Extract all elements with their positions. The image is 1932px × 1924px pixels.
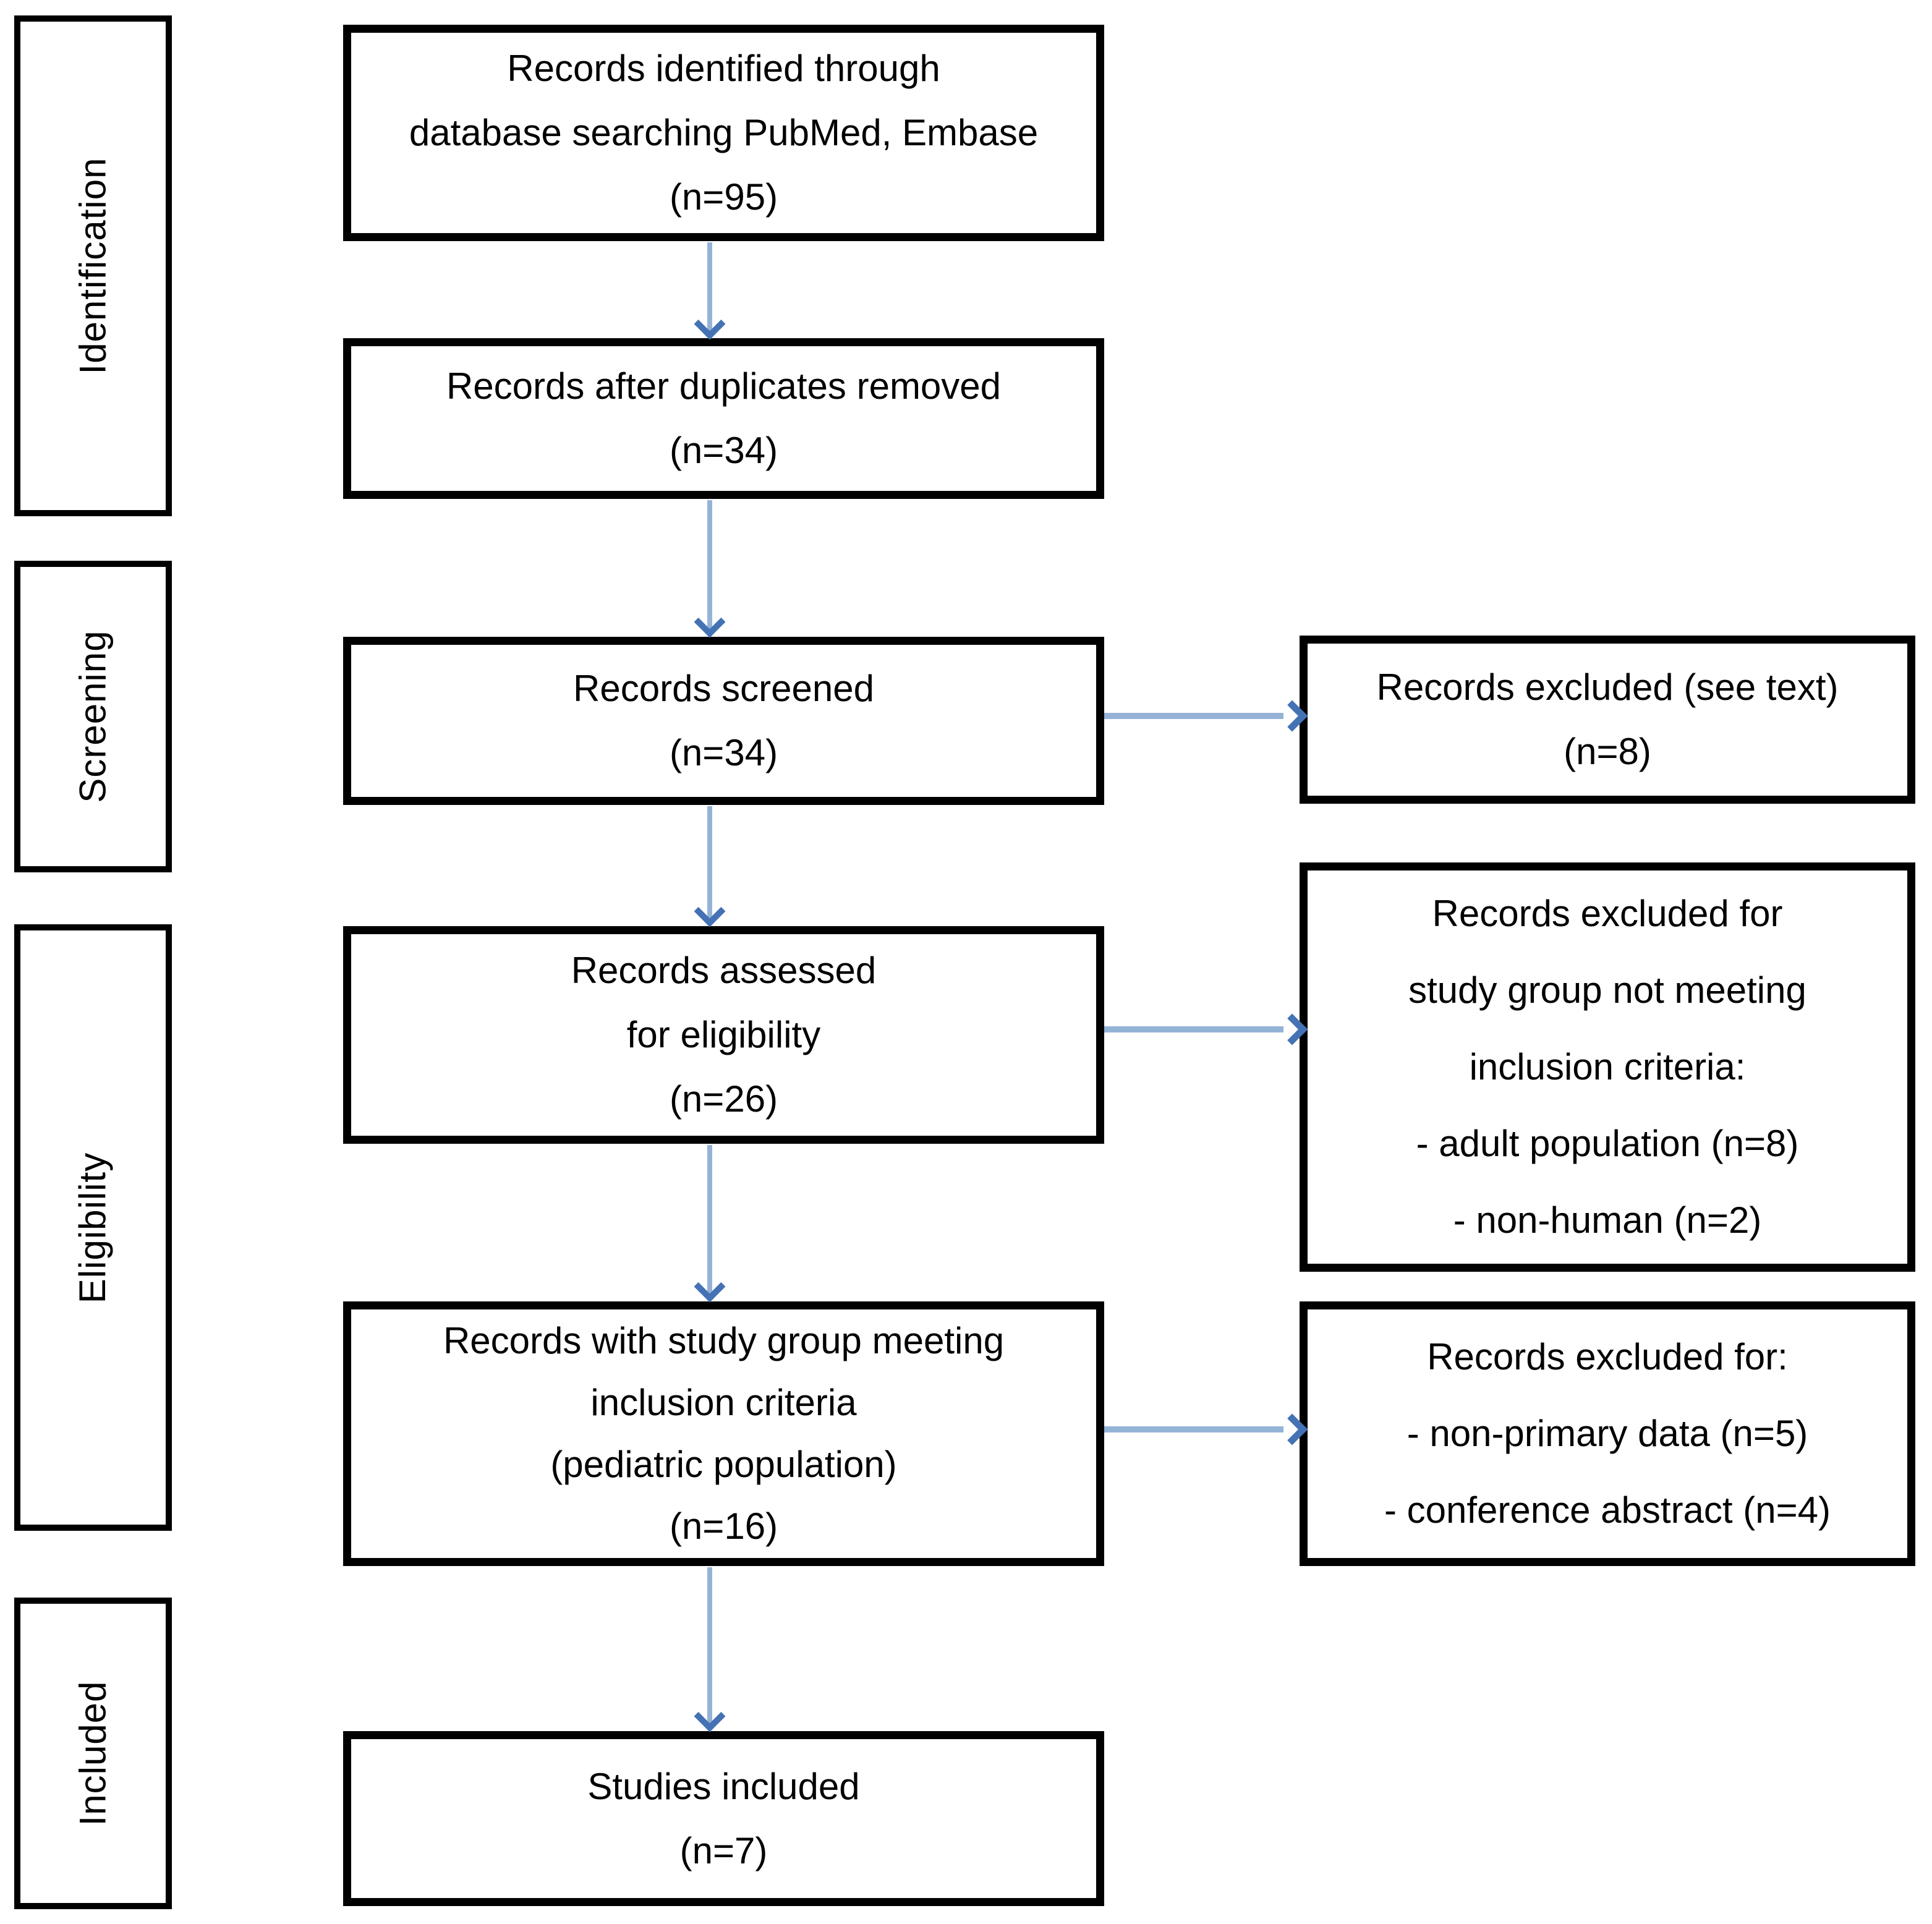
box-line: (pediatric population): [550, 1444, 897, 1485]
box-line: for eligibility: [626, 1014, 821, 1055]
box-line: (n=16): [669, 1505, 778, 1547]
stage-label-eligibility: Eligibility: [72, 1152, 114, 1303]
stage-box-included: Included: [14, 1598, 172, 1909]
arrow-shaft: [1104, 713, 1283, 719]
box-line: (n=34): [669, 732, 778, 773]
stage-box-screening: Screening: [14, 561, 172, 872]
box-line: database searching PubMed, Embase: [409, 112, 1039, 153]
box-line: Records after duplicates removed: [446, 365, 1002, 407]
box-line: Records with study group meeting: [443, 1320, 1005, 1361]
box-line: (n=95): [669, 176, 778, 218]
stage-box-eligibility: Eligibility: [14, 924, 172, 1531]
box-line: Records assessed: [571, 950, 877, 991]
arrow-shaft: [707, 806, 712, 920]
box-line: Records identified through: [507, 48, 940, 89]
stage-label-identification: Identification: [72, 157, 114, 375]
box-records-identified: Records identified through database sear…: [343, 25, 1104, 241]
box-records-meeting-criteria: Records with study group meeting inclusi…: [343, 1301, 1104, 1566]
box-studies-included: Studies included (n=7): [343, 1731, 1104, 1906]
arrow-down-head: [694, 1271, 726, 1303]
box-excluded-at-screening: Records excluded (see text) (n=8): [1300, 636, 1915, 804]
arrow-down-head: [694, 1700, 726, 1732]
box-records-assessed: Records assessed for eligibility (n=26): [343, 926, 1104, 1144]
box-line: inclusion criteria: [590, 1382, 857, 1423]
arrow-down-head: [694, 308, 726, 340]
box-line: - non-primary data (n=5): [1406, 1413, 1808, 1454]
box-line: Records excluded for: [1432, 893, 1783, 934]
arrow-shaft: [707, 500, 712, 631]
box-line: Records excluded for:: [1427, 1336, 1788, 1377]
arrow-shaft: [1104, 1426, 1283, 1432]
box-line: study group not meeting: [1408, 969, 1806, 1011]
arrow-shaft: [707, 1145, 712, 1295]
box-line: (n=26): [669, 1078, 778, 1120]
arrow-shaft: [707, 242, 712, 333]
box-line: Studies included: [587, 1765, 860, 1807]
box-duplicates-removed: Records after duplicates removed (n=34): [343, 338, 1104, 499]
stage-label-included: Included: [72, 1680, 114, 1826]
box-line: (n=7): [679, 1829, 768, 1871]
box-line: Records screened: [573, 668, 874, 709]
arrow-shaft: [707, 1567, 712, 1725]
arrow-down-head: [694, 606, 726, 638]
arrow-shaft: [1104, 1026, 1283, 1032]
box-excluded-at-inclusion: Records excluded for: - non-primary data…: [1300, 1301, 1915, 1566]
box-line: - non-human (n=2): [1453, 1199, 1762, 1241]
box-line: (n=8): [1564, 731, 1651, 772]
box-line: - adult population (n=8): [1416, 1123, 1799, 1164]
box-excluded-at-eligibility: Records excluded for study group not mee…: [1300, 862, 1915, 1272]
box-line: - conference abstract (n=4): [1384, 1489, 1831, 1531]
stage-label-screening: Screening: [72, 630, 114, 803]
arrow-down-head: [694, 895, 726, 927]
box-line: (n=34): [669, 430, 778, 471]
box-records-screened: Records screened (n=34): [343, 637, 1104, 805]
stage-box-identification: Identification: [14, 15, 172, 516]
box-line: inclusion criteria:: [1469, 1046, 1746, 1088]
box-line: Records excluded (see text): [1376, 666, 1839, 708]
